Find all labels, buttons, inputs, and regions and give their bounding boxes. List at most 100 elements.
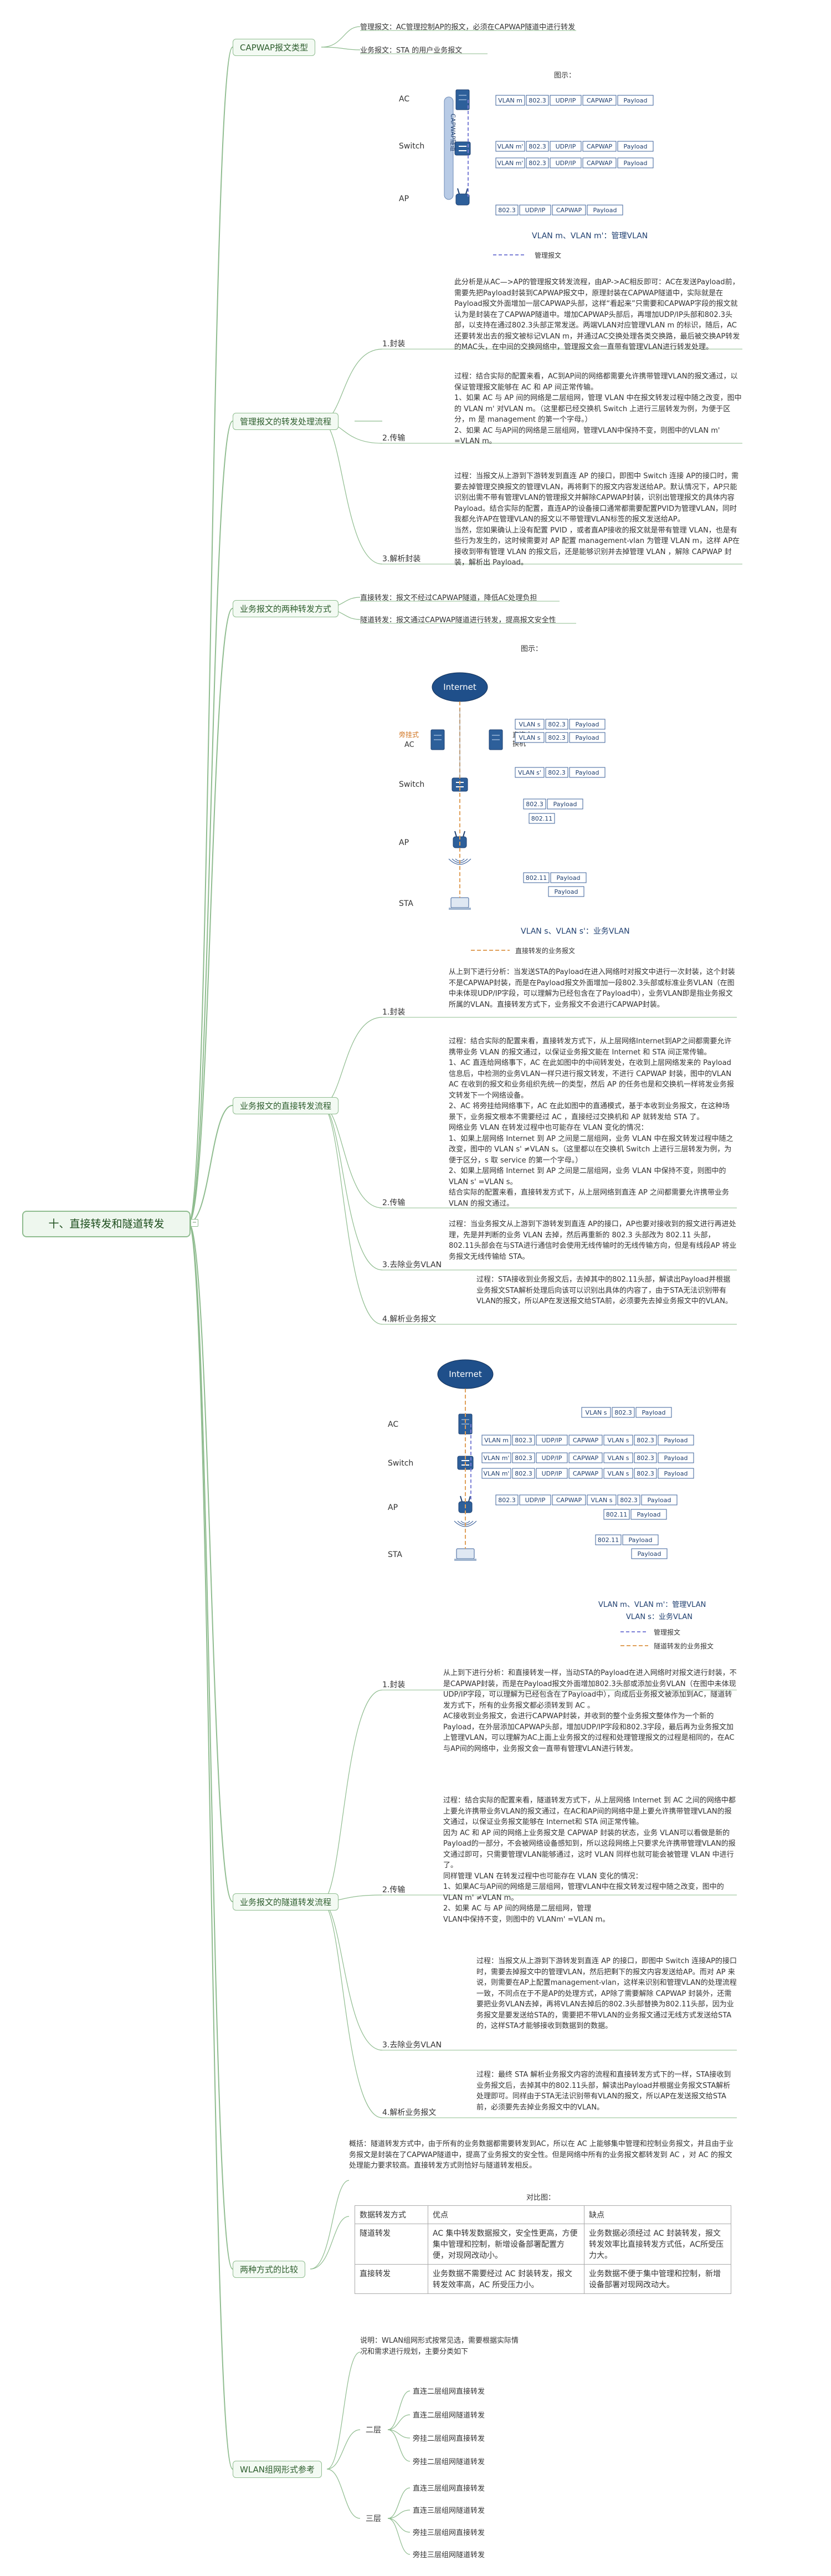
branch-biz-modes[interactable]: 业务报文的两种转发方式: [233, 600, 339, 617]
packet-field: [603, 1435, 633, 1446]
wlan-item: 直连二层组网直接转发: [413, 2388, 485, 2396]
switch-label: Switch: [388, 1459, 413, 1468]
mgmt-step-1-label: 1.封装: [382, 340, 406, 349]
laptop-icon: [456, 1548, 475, 1559]
biz-mode-tunnel: 隧道转发：报文通过CAPWAP隧道进行转发，提高报文安全性: [360, 616, 556, 624]
packet-field: [512, 1468, 535, 1479]
tunnel-step-4-label: 4.解析业务报文: [382, 2108, 437, 2117]
branch-tunnel-flow[interactable]: 业务报文的隧道转发流程: [233, 1893, 339, 1911]
packet-field: [526, 157, 549, 168]
packet-field: [536, 1468, 568, 1479]
packet-field-label: Payload: [553, 801, 577, 808]
packet-field-label: UDP/IP: [556, 143, 576, 150]
packet-field: [569, 732, 606, 743]
packet-field: [512, 1435, 535, 1446]
packet-field-label: 802.3: [548, 769, 566, 776]
packet-field-label: CAPWAP: [573, 1455, 599, 1462]
branch-direct-flow[interactable]: 业务报文的直接转发流程: [233, 1097, 339, 1114]
packet-field-label: UDP/IP: [542, 1455, 562, 1462]
wlan-group-l3: 三层: [366, 2514, 381, 2523]
packet-field: [635, 1407, 672, 1418]
packet-field-label: 802.3: [614, 1409, 632, 1416]
compare-intro: 概括：隧道转发方式中，由于所有的业务数据都需要转发到AC，所以在 AC 上能够集…: [349, 2140, 733, 2170]
packet-field: [548, 886, 584, 897]
packet-field: [550, 157, 582, 168]
packet-field: [552, 1494, 586, 1505]
direct-forwarding-figure: Internet旁挂式AC直连交换机SwitchAPSTAVLAN s802.3…: [399, 672, 630, 955]
packet-field: [582, 141, 617, 152]
compare-cell: 隧道转发: [355, 2224, 428, 2265]
capwap-tunnel-label: CAPWAP隧道: [449, 114, 457, 151]
packet-field-label: 802.11: [606, 1511, 628, 1518]
packet-field: [495, 95, 525, 106]
sta-device: [449, 897, 471, 910]
branch-capwap-types[interactable]: CAPWAP报文类型: [233, 39, 316, 56]
packet-field-label: VLAN m': [497, 143, 524, 150]
packet-field: [545, 767, 568, 778]
packet-field: [547, 798, 583, 810]
packet-field-label: CAPWAP: [587, 160, 613, 167]
mgmt-step-3-text: 过程：当报文从上游到下游转发到直连 AP 的接口，即图中 Switch 连接 A…: [454, 472, 740, 567]
packet-field: [658, 1435, 694, 1446]
packet-field: [519, 204, 551, 216]
compare-table: 数据转发方式 优点 缺点 隧道转发 AC 集中转发数据报文，安全性更高，方便集中…: [355, 2205, 731, 2294]
wireless-wave: [448, 858, 471, 865]
packet-field-label: 802.3: [498, 1497, 516, 1504]
packet-field-label: VLAN m: [498, 97, 522, 104]
packet-field: [658, 1452, 694, 1463]
capwap-tunnel-shape: [444, 96, 454, 200]
internet-label: Internet: [449, 1369, 482, 1379]
compare-header-cons: 缺点: [584, 2205, 731, 2224]
packet-field-label: VLAN m: [484, 1437, 509, 1444]
compare-header-pros: 优点: [428, 2205, 584, 2224]
packet-field: [523, 798, 546, 810]
packet-field: [550, 95, 582, 106]
collapse-toggle-icon[interactable]: −: [191, 1219, 198, 1227]
packet-field-label: VLAN s: [519, 721, 541, 728]
packet-field: [523, 872, 550, 883]
packet-field: [634, 1468, 657, 1479]
ap-antenna: [463, 831, 465, 837]
branch-wlan-ref[interactable]: WLAN组网形式参考: [233, 2461, 322, 2478]
direct-legend-vlan: VLAN s、VLAN s'：业务VLAN: [521, 927, 630, 936]
packet-field-label: Payload: [576, 721, 599, 728]
branch-mgmt-flow[interactable]: 管理报文的转发处理流程: [233, 413, 339, 430]
mgmt-legend-packet: 管理报文: [535, 251, 561, 259]
branch-compare[interactable]: 两种方式的比较: [233, 2261, 306, 2278]
packet-field: [569, 719, 606, 730]
packet-field-label: Payload: [638, 1550, 661, 1558]
packet-field: [512, 1452, 535, 1463]
packet-field-label: 802.3: [515, 1455, 532, 1462]
root-topic[interactable]: 十、直接转发和隧道转发: [22, 1211, 191, 1237]
packet-field-label: VLAN s': [518, 769, 541, 776]
packet-field: [481, 1452, 511, 1463]
packet-field-label: Payload: [624, 97, 648, 104]
sta-label: STA: [388, 1550, 402, 1559]
packet-field-label: 802.11: [531, 815, 553, 822]
wlan-item: 旁挂三层组网直接转发: [413, 2529, 485, 2537]
packet-field: [634, 1452, 657, 1463]
direct-step-4-text: 过程：STA接收到业务报文后，去掉其中的802.11头部，解读出Payload并…: [476, 1276, 732, 1305]
packet-field-label: VLAN s: [608, 1437, 629, 1444]
packet-field-label: VLAN m': [484, 1455, 510, 1462]
packet-field-label: Payload: [648, 1497, 671, 1504]
biz-mode-direct: 直接转发：报文不经过CAPWAP隧道，降低AC处理负担: [360, 594, 537, 602]
packet-field-label: 802.3: [637, 1437, 654, 1444]
ap-antenna: [465, 188, 468, 194]
packet-field-label: CAPWAP: [556, 207, 582, 214]
packet-field-label: Payload: [576, 734, 599, 741]
tunnel-step-1-label: 1.封装: [382, 1681, 406, 1689]
packet-field-label: VLAN s: [608, 1470, 629, 1477]
packet-field: [526, 95, 549, 106]
packet-field-label: Payload: [555, 888, 578, 895]
tunnel-legend-biz: 隧道转发的业务报文: [654, 1642, 714, 1650]
mgmt-step-2-text: 过程：结合实际的配置来看，AC到AP间的网络都需要允许携带管理VLAN的报文通过…: [454, 372, 742, 445]
